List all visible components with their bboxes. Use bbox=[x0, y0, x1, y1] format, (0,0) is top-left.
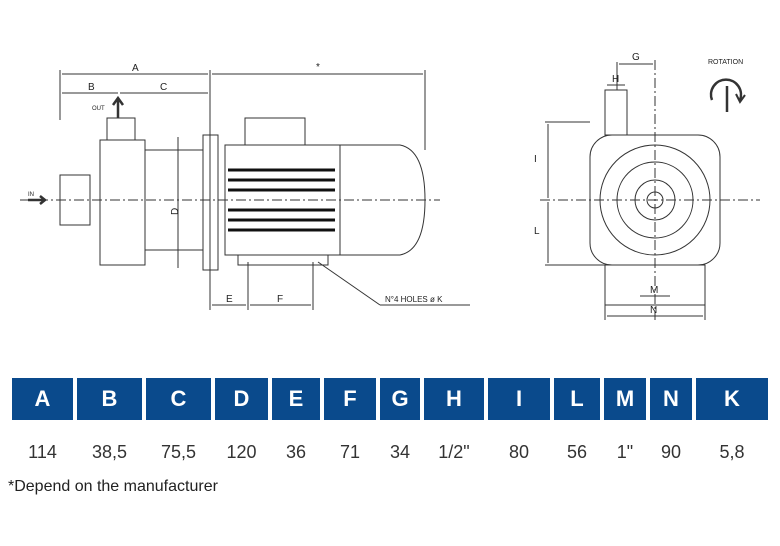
value-B: 38,5 bbox=[91, 441, 128, 462]
value-C: 75,5 bbox=[160, 441, 197, 462]
side-view bbox=[20, 70, 470, 310]
dim-C-label: C bbox=[160, 82, 167, 93]
header-C: C bbox=[146, 378, 211, 420]
rotation-label: ROTATION bbox=[708, 59, 743, 66]
header-G: G bbox=[380, 378, 420, 420]
header-K: K bbox=[696, 378, 768, 420]
value-I: 80 bbox=[508, 441, 530, 462]
header-H: H bbox=[424, 378, 484, 420]
value-A: 114 bbox=[28, 441, 57, 462]
dim-L-label: L bbox=[534, 226, 540, 237]
dim-F-label: F bbox=[277, 294, 283, 305]
value-E: 36 bbox=[285, 441, 307, 462]
dim-E-label: E bbox=[226, 294, 233, 305]
header-M: M bbox=[604, 378, 646, 420]
dim-N-label: N bbox=[650, 305, 657, 316]
in-label: IN bbox=[28, 192, 34, 198]
header-L: L bbox=[554, 378, 600, 420]
value-N: 90 bbox=[660, 441, 682, 462]
value-G: 34 bbox=[389, 441, 411, 462]
value-F: 71 bbox=[339, 441, 361, 462]
header-N: N bbox=[650, 378, 692, 420]
holes-note: N°4 HOLES ø K bbox=[385, 295, 443, 304]
header-E: E bbox=[272, 378, 320, 420]
footnote: *Depend on the manufacturer bbox=[8, 478, 218, 495]
header-D: D bbox=[215, 378, 268, 420]
value-L: 56 bbox=[566, 441, 588, 462]
dim-M-label: M bbox=[650, 285, 658, 296]
dim-A-label: A bbox=[132, 63, 139, 74]
dim-H-label: H bbox=[612, 74, 619, 85]
value-M: 1" bbox=[616, 441, 634, 462]
header-A: A bbox=[12, 378, 73, 420]
header-F: F bbox=[324, 378, 376, 420]
value-H: 1/2" bbox=[438, 441, 470, 462]
front-view bbox=[540, 60, 760, 320]
header-B: B bbox=[77, 378, 142, 420]
dim-B-label: B bbox=[88, 82, 95, 93]
dim-star-label: * bbox=[316, 62, 320, 73]
dim-I-label: I bbox=[534, 154, 537, 165]
value-D: 120 bbox=[226, 441, 257, 462]
dim-D-label: D bbox=[170, 208, 181, 215]
value-K: 5,8 bbox=[719, 441, 745, 462]
dim-G-label: G bbox=[632, 52, 640, 63]
out-label: OUT bbox=[92, 106, 105, 112]
technical-drawing: A B C * D E F OUT IN N°4 HOLES ø K G H I… bbox=[20, 52, 760, 320]
header-I: I bbox=[488, 378, 550, 420]
